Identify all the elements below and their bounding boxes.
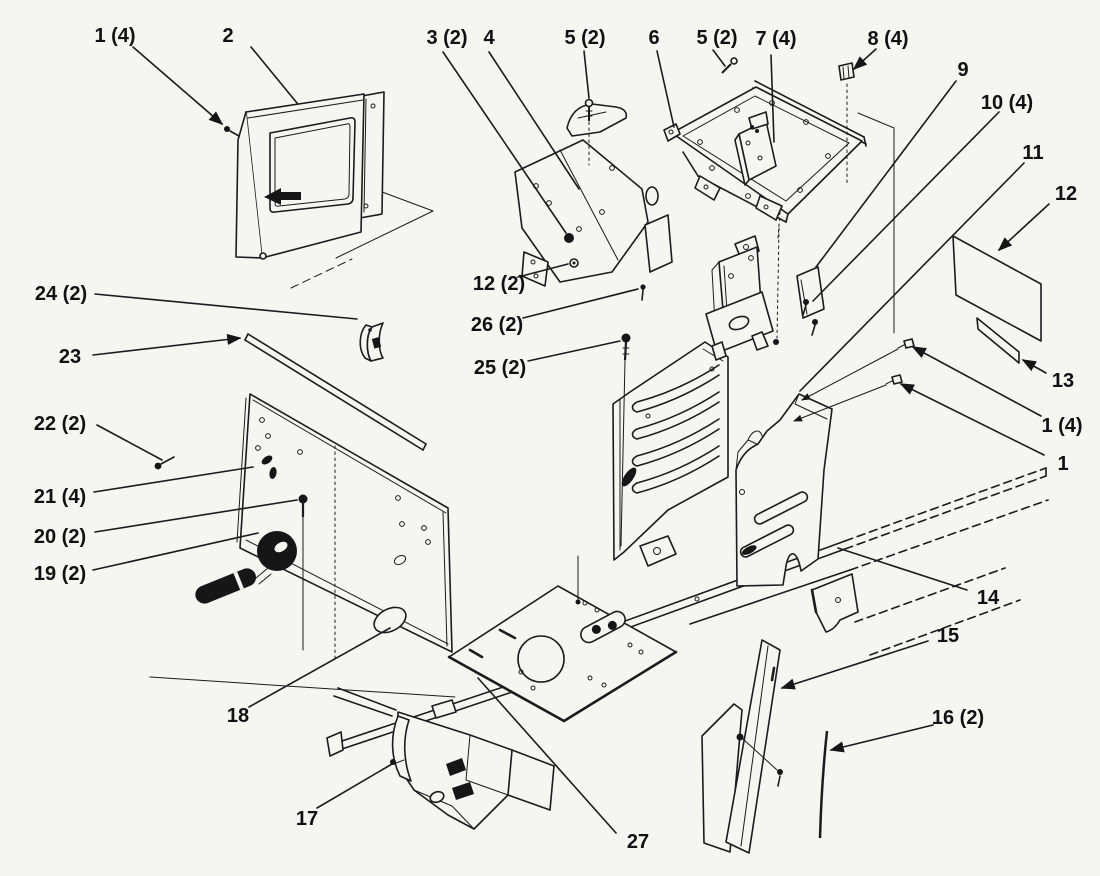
- long-bolts: [793, 338, 915, 422]
- callout-10-4: 10 (4): [981, 92, 1033, 114]
- leader-27: [477, 677, 617, 834]
- leader-11: [799, 162, 1025, 392]
- mount-bracket-and-bolts: [773, 227, 825, 345]
- upper-bracket-assembly: [514, 57, 738, 547]
- leader-12: [997, 203, 1050, 252]
- leader-15: [780, 640, 929, 690]
- leader-21: [93, 466, 254, 493]
- callout-27: 27: [627, 831, 649, 853]
- leader-20: [94, 499, 298, 533]
- leader-18: [248, 627, 391, 708]
- access-door-panel: [224, 91, 385, 260]
- callout-1: 1: [1057, 453, 1068, 475]
- leader-5a: [583, 50, 590, 99]
- callout-15: 15: [937, 625, 959, 647]
- louvered-panel: [612, 341, 729, 567]
- decal-panels: [952, 235, 1042, 364]
- callout-9: 9: [957, 59, 968, 81]
- left-side-panel-group: [154, 322, 453, 661]
- leader-23: [92, 333, 242, 356]
- callout-13: 13: [1052, 370, 1074, 392]
- callout-26-2: 26 (2): [471, 314, 523, 336]
- rear-panels: [701, 639, 829, 854]
- callout-24-2: 24 (2): [35, 283, 87, 305]
- callout-12-2: 12 (2): [473, 273, 525, 295]
- leader-10: [812, 111, 1000, 302]
- leader-2: [250, 46, 298, 104]
- leader-14: [837, 547, 968, 591]
- callout-21-4: 21 (4): [34, 486, 86, 508]
- seat-plate: [447, 555, 678, 723]
- leader-25: [527, 340, 621, 362]
- support-bracket: [705, 235, 774, 361]
- callout-20-2: 20 (2): [34, 526, 86, 548]
- callout-12: 12: [1055, 183, 1077, 205]
- leader-8: [852, 48, 877, 71]
- callout-1-4-b: 1 (4): [1041, 415, 1082, 437]
- callout-14: 14: [977, 587, 1000, 609]
- callout-1-4-a: 1 (4): [94, 25, 135, 47]
- callout-2: 2: [222, 25, 233, 47]
- callout-25-2: 25 (2): [474, 357, 526, 379]
- leader-24: [94, 293, 358, 320]
- callout-4: 4: [483, 27, 495, 49]
- leader-6: [656, 50, 675, 128]
- leader-12b: [517, 263, 569, 278]
- front-latch-bracket: [390, 699, 555, 830]
- leader-5b: [712, 49, 726, 67]
- trim-strip: [244, 333, 427, 451]
- leader-4: [488, 51, 580, 190]
- leader-26: [522, 288, 639, 319]
- leader-9: [815, 80, 957, 268]
- callout-11: 11: [1022, 142, 1043, 164]
- leader-3: [442, 51, 567, 234]
- callout-17: 17: [296, 808, 318, 830]
- leader-22: [96, 424, 163, 461]
- callout-23: 23: [59, 346, 81, 368]
- leader-16: [829, 724, 934, 753]
- callout-7-4: 7 (4): [755, 28, 796, 50]
- callout-16-2: 16 (2): [932, 707, 984, 729]
- callout-5-2-a: 5 (2): [564, 27, 605, 49]
- callout-labels: 1 (4) 2 3 (2) 4 5 (2) 6 5 (2) 7 (4) 8 (4…: [34, 25, 1083, 853]
- callout-3-2: 3 (2): [426, 27, 467, 49]
- leader-1-4-topleft: [132, 46, 224, 126]
- leader-7: [770, 54, 775, 143]
- callout-5-2-b: 5 (2): [696, 27, 737, 49]
- console-side-panel: [735, 393, 833, 587]
- callout-6: 6: [648, 27, 659, 49]
- callout-8-4: 8 (4): [867, 28, 908, 50]
- leader-1-right: [899, 383, 1045, 456]
- callout-19-2: 19 (2): [34, 563, 86, 585]
- leader-13: [1021, 359, 1047, 374]
- leader-lines: [92, 46, 1050, 834]
- latch: [359, 322, 384, 362]
- leader-1-4-right: [911, 346, 1042, 417]
- leader-19: [92, 532, 259, 571]
- leader-17: [316, 763, 393, 809]
- callout-22-2: 22 (2): [34, 413, 86, 435]
- callout-18: 18: [227, 705, 249, 727]
- tray-group: [663, 62, 867, 239]
